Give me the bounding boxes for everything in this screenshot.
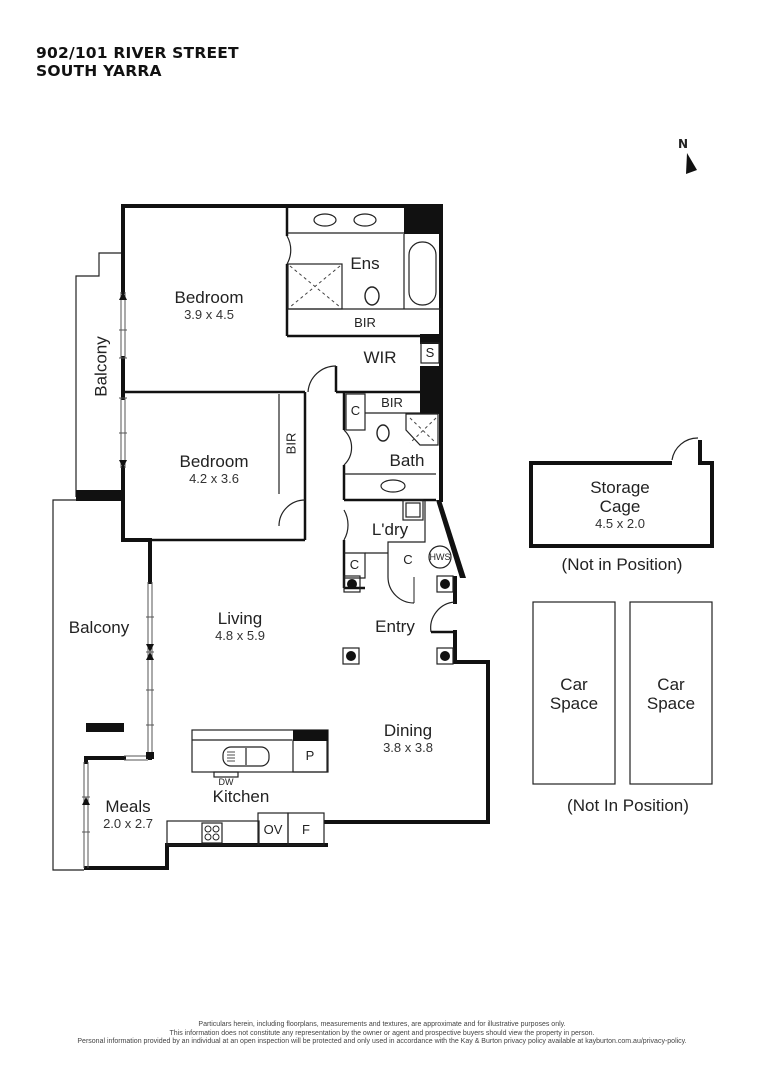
- room-laundry: L'dry: [371, 520, 409, 539]
- address-line-2: SOUTH YARRA: [36, 62, 162, 80]
- room-bir-bath: BIR: [381, 395, 403, 410]
- storage-cage-outline: [529, 440, 714, 548]
- room-name: Bedroom: [179, 452, 249, 471]
- car-space-1: Car Space: [533, 675, 615, 713]
- disclaimer-line-3: Personal information provided by an indi…: [77, 1038, 687, 1045]
- room-wir: WIR: [363, 348, 397, 367]
- room-kitchen: Kitchen: [212, 787, 270, 806]
- car-space-label-1: Car: [657, 675, 685, 694]
- property-address: 902/101 RIVER STREET SOUTH YARRA: [36, 44, 239, 80]
- storage-name-2: Cage: [599, 497, 641, 516]
- room-ensuite: Ens: [350, 254, 380, 273]
- room-dims: 4.8 x 5.9: [215, 628, 265, 643]
- appliance-oven: OV: [263, 822, 283, 837]
- room-entry: Entry: [375, 617, 415, 636]
- appliance-fridge: F: [302, 822, 310, 837]
- room-c-3: C: [403, 552, 413, 567]
- storage-name-1: Storage: [590, 478, 650, 497]
- car-space-label-2: Space: [646, 694, 696, 713]
- room-balcony-2: Balcony: [68, 618, 130, 637]
- room-name: Living: [217, 609, 263, 628]
- disclaimer-line-1: Particulars herein, including floorplans…: [198, 1021, 566, 1028]
- room-bir-ensuite: BIR: [354, 315, 376, 330]
- car-space-label-2: Space: [549, 694, 599, 713]
- room-hws: HWS: [429, 552, 451, 562]
- room-dims: 3.8 x 3.8: [383, 740, 433, 755]
- storage-cage: Storage Cage 4.5 x 2.0: [560, 478, 680, 531]
- address-line-1: 902/101 RIVER STREET: [36, 44, 239, 62]
- room-bedroom-2: Bedroom 4.2 x 3.6: [155, 452, 273, 486]
- car-space-2-outline: [629, 601, 713, 785]
- room-name: Meals: [105, 797, 151, 816]
- room-pantry: P: [305, 748, 315, 763]
- room-dims: 3.9 x 4.5: [184, 307, 234, 322]
- appliance-dishwasher: DW: [218, 777, 234, 787]
- room-balcony-1: Balcony: [91, 336, 111, 397]
- room-dining: Dining 3.8 x 3.8: [368, 721, 448, 755]
- car-space-1-outline: [532, 601, 616, 785]
- room-s: S: [425, 345, 435, 360]
- car-space-label-1: Car: [560, 675, 588, 694]
- car-space-note: (Not In Position): [567, 796, 689, 815]
- car-space-2: Car Space: [630, 675, 712, 713]
- storage-note: (Not in Position): [561, 555, 683, 574]
- room-meals: Meals 2.0 x 2.7: [92, 797, 164, 831]
- room-dims: 2.0 x 2.7: [103, 816, 153, 831]
- room-bedroom-1: Bedroom 3.9 x 4.5: [150, 288, 268, 322]
- room-c-1: C: [350, 403, 361, 418]
- compass-label: N: [678, 137, 689, 151]
- north-arrow-icon: [686, 153, 697, 174]
- room-c-2: C: [349, 557, 360, 572]
- room-bir-bedroom-2: BIR: [283, 432, 299, 455]
- room-dims: 4.2 x 3.6: [189, 471, 239, 486]
- storage-dims: 4.5 x 2.0: [595, 516, 645, 531]
- room-bath: Bath: [389, 451, 425, 470]
- disclaimer: Particulars herein, including floorplans…: [0, 1021, 764, 1047]
- room-name: Dining: [383, 721, 433, 740]
- room-name: Bedroom: [174, 288, 244, 307]
- disclaimer-line-2: This information does not constitute any…: [169, 1029, 595, 1037]
- room-living: Living 4.8 x 5.9: [190, 609, 290, 643]
